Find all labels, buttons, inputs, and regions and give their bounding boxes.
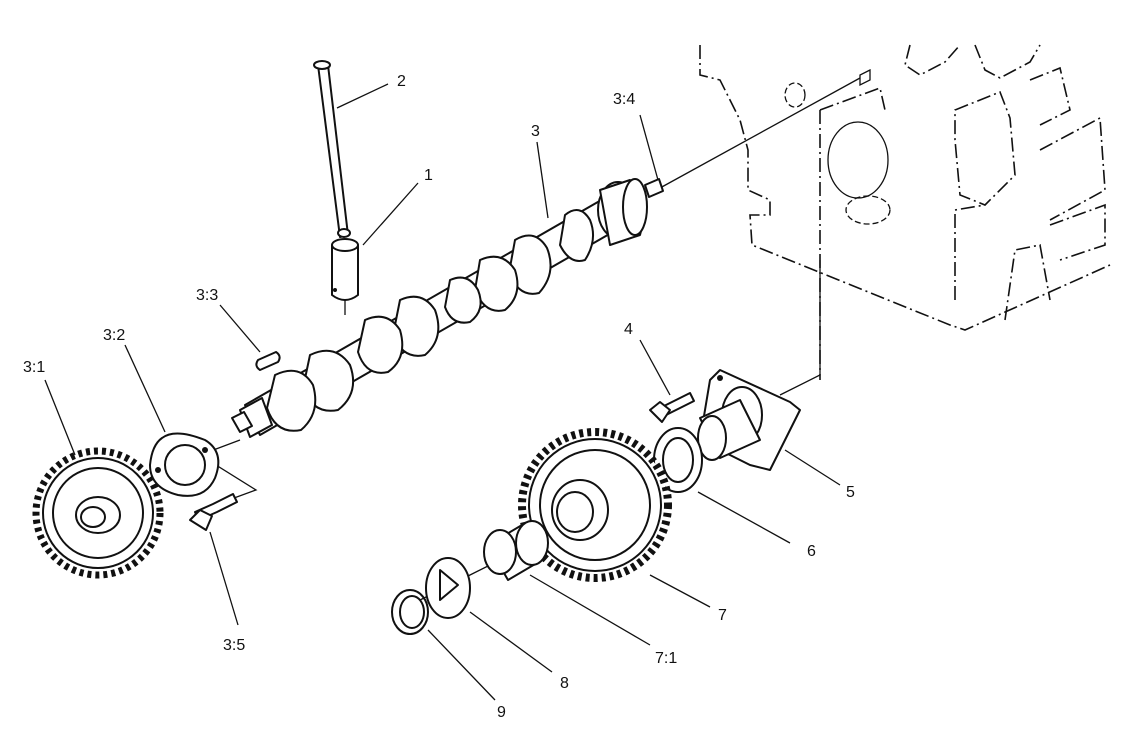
bolt-4 bbox=[649, 392, 695, 423]
idler-gear bbox=[518, 428, 672, 582]
circlip bbox=[391, 589, 429, 635]
thrust-plate bbox=[149, 432, 220, 497]
callout-3-1: 3:1 bbox=[23, 359, 45, 376]
camshaft-gear bbox=[32, 447, 164, 579]
leader-lines bbox=[44, 83, 841, 701]
idler-hub bbox=[697, 369, 801, 471]
callout-7-1: 7:1 bbox=[655, 650, 677, 667]
callout-6: 6 bbox=[807, 543, 816, 560]
callout-1: 1 bbox=[424, 167, 433, 184]
callout-3-2: 3:2 bbox=[103, 327, 125, 344]
plug bbox=[644, 178, 664, 198]
woodruff-key bbox=[255, 351, 281, 371]
axis-lines bbox=[59, 77, 861, 601]
callout-5: 5 bbox=[846, 484, 855, 501]
callout-7: 7 bbox=[718, 607, 727, 624]
washer-8 bbox=[425, 557, 471, 619]
callout-labels: 1 2 3 3:1 3:2 3:3 3:4 3:5 4 5 6 7 7:1 8 … bbox=[23, 73, 855, 721]
camshaft bbox=[231, 178, 648, 438]
engine-block bbox=[699, 44, 1111, 380]
callout-3-4: 3:4 bbox=[613, 91, 635, 108]
callout-9: 9 bbox=[497, 704, 506, 721]
bushing bbox=[483, 520, 549, 581]
tappet bbox=[331, 238, 359, 301]
callout-3-5: 3:5 bbox=[223, 637, 245, 654]
callout-4: 4 bbox=[624, 321, 633, 338]
callout-3-3: 3:3 bbox=[196, 287, 218, 304]
pushrod bbox=[313, 60, 351, 238]
callout-2: 2 bbox=[397, 73, 406, 90]
screw-3-5 bbox=[189, 493, 238, 531]
callout-3: 3 bbox=[531, 123, 540, 140]
callout-8: 8 bbox=[560, 675, 569, 692]
